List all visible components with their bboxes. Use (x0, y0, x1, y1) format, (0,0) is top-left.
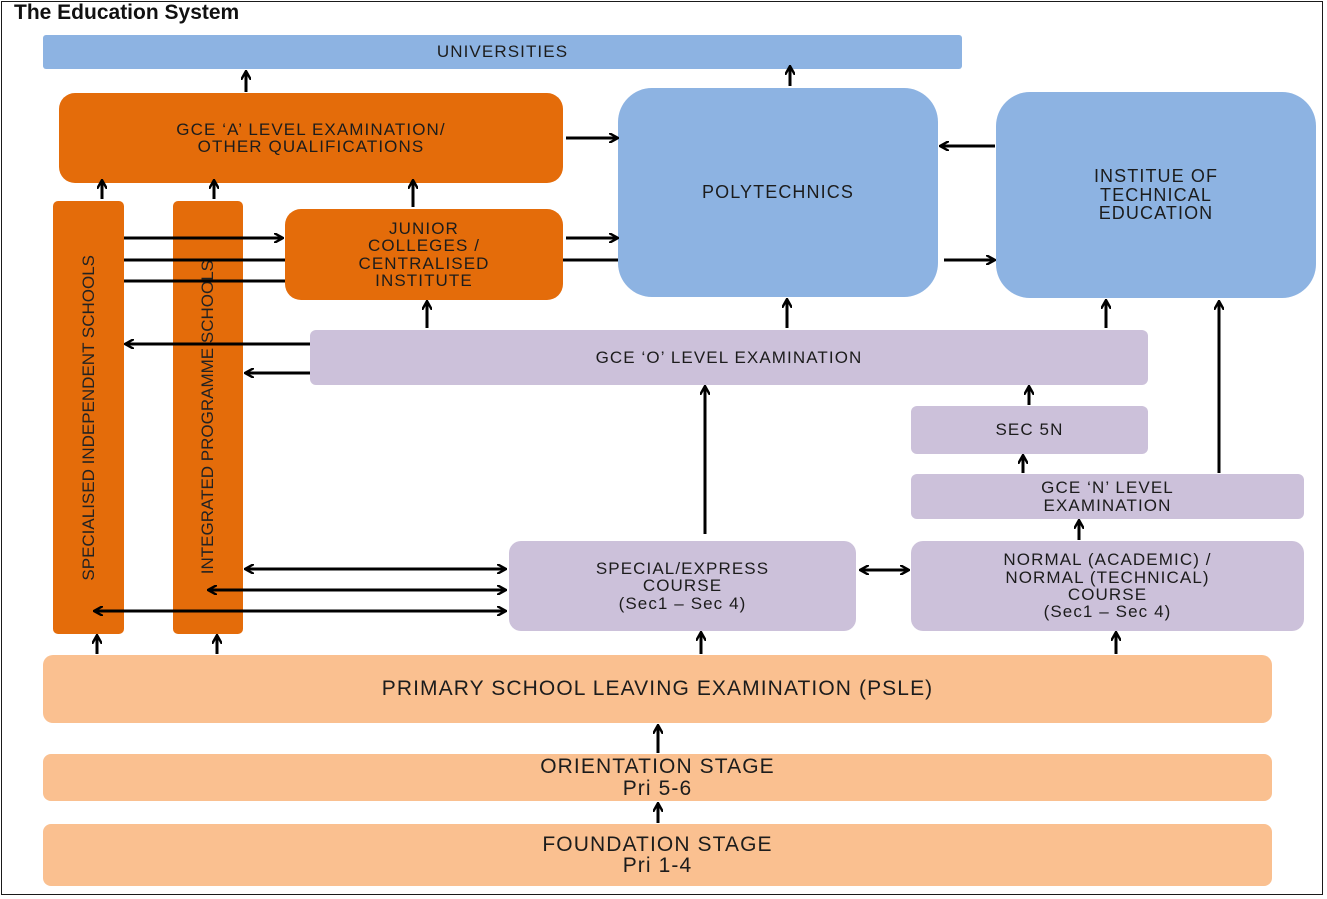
gce-n-level-box: GCE ‘N’ LEVEL EXAMINATION (911, 474, 1304, 519)
psle-box: PRIMARY SCHOOL LEAVING EXAMINATION (PSLE… (43, 655, 1272, 723)
sec-5n-box: SEC 5N (911, 406, 1148, 454)
ite-box: INSTITUE OF TECHNICAL EDUCATION (996, 92, 1316, 298)
gce-a-level-box: GCE ‘A’ LEVEL EXAMINATION/ OTHER QUALIFI… (59, 93, 563, 183)
orientation-stage-box: ORIENTATION STAGE Pri 5-6 (43, 754, 1272, 801)
special-express-course-box: SPECIAL/EXPRESS COURSE (Sec1 – Sec 4) (509, 541, 856, 631)
universities-box: UNIVERSITIES (43, 35, 962, 69)
foundation-stage-box: FOUNDATION STAGE Pri 1-4 (43, 824, 1272, 886)
normal-course-label: NORMAL (ACADEMIC) / NORMAL (TECHNICAL) C… (1003, 550, 1212, 622)
psle-label: PRIMARY SCHOOL LEAVING EXAMINATION (PSLE… (381, 677, 934, 701)
normal-course-box: NORMAL (ACADEMIC) / NORMAL (TECHNICAL) C… (911, 541, 1304, 631)
foundation-stage-label: FOUNDATION STAGE Pri 1-4 (542, 832, 773, 877)
diagram-title: The Education System (14, 1, 240, 24)
gce-o-level-box: GCE ‘O’ LEVEL EXAMINATION (310, 330, 1148, 385)
sec-5n-label: SEC 5N (995, 420, 1064, 440)
polytechnics-box: POLYTECHNICS (618, 88, 938, 297)
gce-a-level-label: GCE ‘A’ LEVEL EXAMINATION/ OTHER QUALIFI… (176, 119, 446, 156)
specialised-independent-schools-box: SPECIALISED INDEPENDENT SCHOOLS (53, 201, 124, 634)
junior-colleges-label: JUNIOR COLLEGES / CENTRALISED INSTITUTE (358, 218, 490, 290)
special-express-course-label: SPECIAL/EXPRESS COURSE (Sec1 – Sec 4) (595, 559, 770, 613)
orientation-stage-label: ORIENTATION STAGE Pri 5-6 (540, 755, 775, 800)
junior-colleges-box: JUNIOR COLLEGES / CENTRALISED INSTITUTE (285, 209, 563, 300)
universities-label: UNIVERSITIES (436, 42, 569, 62)
gce-o-level-label: GCE ‘O’ LEVEL EXAMINATION (595, 347, 863, 367)
polytechnics-label: POLYTECHNICS (702, 182, 854, 203)
ite-label: INSTITUE OF TECHNICAL EDUCATION (1093, 166, 1219, 224)
integrated-programme-schools-box: INTEGRATED PROGRAMME SCHOOLS (173, 201, 243, 634)
gce-n-level-label: GCE ‘N’ LEVEL EXAMINATION (1041, 478, 1174, 515)
